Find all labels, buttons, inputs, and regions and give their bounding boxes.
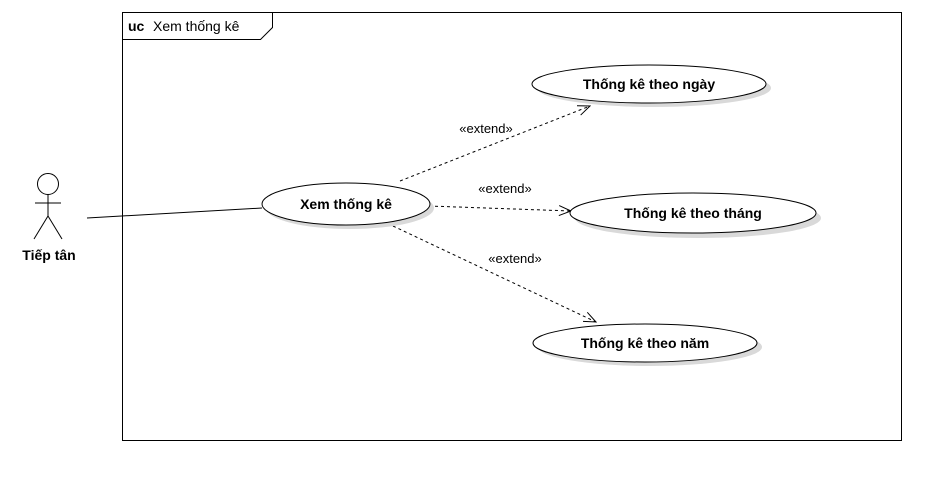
frame-title: Xem thống kê (153, 18, 240, 34)
actor-label: Tiếp tân (22, 247, 75, 263)
use-case-view-statistics[interactable]: Xem thống kê (261, 182, 434, 229)
use-case-label: Thống kê theo năm (581, 335, 709, 351)
extend-day-label: «extend» (459, 121, 513, 136)
extend-year-label: «extend» (488, 251, 542, 266)
use-case-stats-by-year[interactable]: Thống kê theo năm (532, 323, 762, 366)
extend-year: «extend» (392, 225, 596, 322)
frame-keyword: uc (128, 18, 145, 34)
use-case-label: Thống kê theo tháng (624, 205, 762, 221)
frame-title-tab (122, 12, 273, 40)
use-case-stats-by-month[interactable]: Thống kê theo tháng (569, 192, 821, 238)
extend-year-arrow (392, 225, 596, 322)
actor-receptionist[interactable]: Tiếp tân (22, 173, 76, 264)
use-case-label: Xem thống kê (300, 196, 392, 212)
use-case-stats-by-day[interactable]: Thống kê theo ngày (531, 64, 771, 107)
stick-figure-icon (33, 173, 63, 240)
extend-month-label: «extend» (478, 181, 532, 196)
extend-day-arrow (399, 106, 590, 182)
extend-day: «extend» (399, 106, 590, 182)
use-case-label: Thống kê theo ngày (583, 76, 715, 92)
extend-month: «extend» (428, 181, 571, 211)
association-line (86, 207, 263, 219)
